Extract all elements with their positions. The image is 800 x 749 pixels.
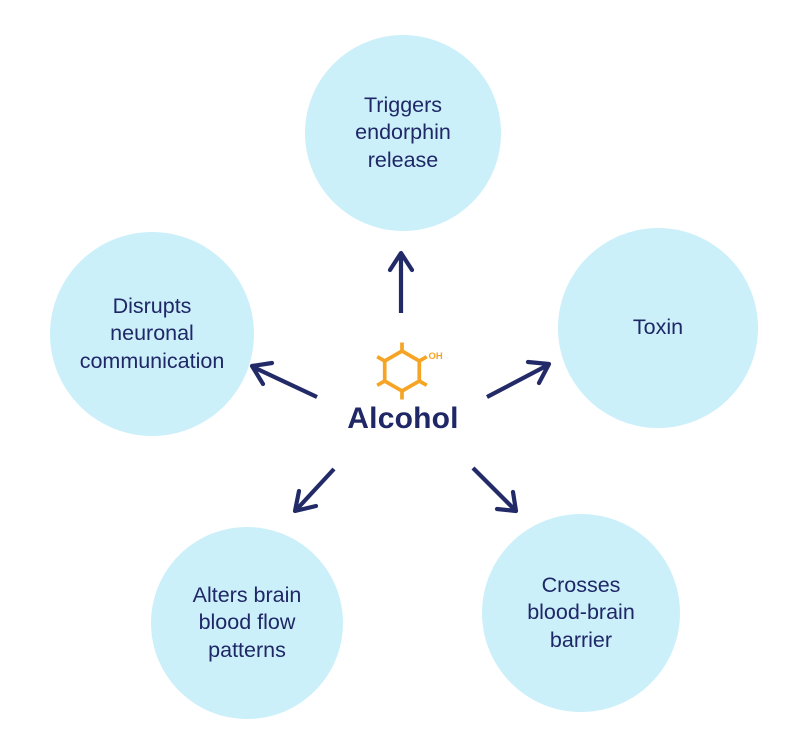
arrow-upper-left <box>249 360 318 399</box>
hexagon-bonds <box>376 342 428 400</box>
node-toxin: Toxin <box>558 228 758 428</box>
arrow-top <box>387 250 415 313</box>
arrow-lower-right <box>471 466 519 514</box>
node-label: Alters brain blood flow patterns <box>192 583 302 662</box>
node-disrupts-neuronal-communication: Disrupts neuronal communication <box>50 232 254 436</box>
center-title: Alcohol <box>347 402 459 435</box>
node-alters-brain-blood-flow-patterns: Alters brain blood flow patterns <box>151 527 343 719</box>
oh-group-label: OH <box>429 351 443 362</box>
node-triggers-endorphin-release: Triggers endorphin release <box>305 35 501 231</box>
node-crosses-blood-brain-barrier: Crosses blood-brain barrier <box>482 514 680 712</box>
node-label: Toxin <box>632 315 684 340</box>
node-label: Disrupts neuronal communication <box>79 294 225 373</box>
hexagon-ring <box>382 348 422 394</box>
node-label: Triggers endorphin release <box>355 93 451 172</box>
node-label: Crosses blood-brain barrier <box>527 573 635 652</box>
arrow-upper-right <box>486 359 552 399</box>
arrow-lower-left <box>292 467 336 514</box>
molecule-hexagon-icon: OH <box>376 342 443 400</box>
